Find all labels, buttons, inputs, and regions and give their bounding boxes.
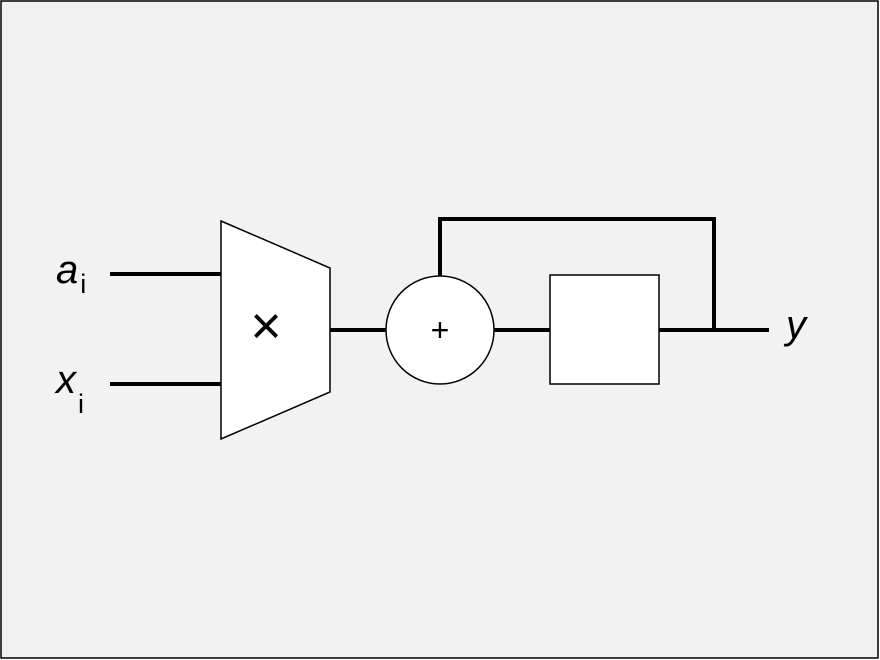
- adder-symbol: +: [431, 312, 450, 348]
- input-label-x: xi: [54, 358, 84, 419]
- multiplier-symbol: ×: [250, 296, 282, 356]
- multiplier-block: [220, 219, 331, 441]
- feedback-wire: [438, 217, 716, 330]
- output-label-y: y: [783, 303, 809, 347]
- input-label-a: ai: [56, 248, 86, 299]
- register-block: [549, 274, 660, 385]
